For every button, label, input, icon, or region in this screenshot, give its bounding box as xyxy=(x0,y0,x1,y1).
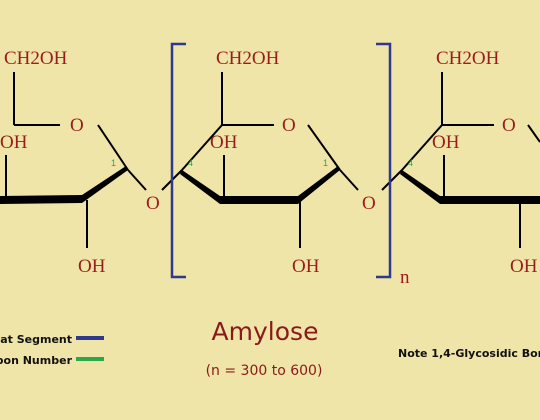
carbon-number-4-ring-3: 4 xyxy=(408,158,413,168)
legend-carbon-number-label: Carbon Number xyxy=(0,354,73,367)
legend-repeat-segment-label: Repeat Segment xyxy=(0,333,72,346)
carbon-number-4-ring-2: 4 xyxy=(188,158,193,168)
ch2oh-label-3: CH2OH xyxy=(436,48,500,69)
hydroxyl-c3-ring-2: OH xyxy=(292,256,320,277)
diagram-title: Amylose xyxy=(212,317,319,346)
legend: Repeat Segment Carbon Number xyxy=(0,333,104,367)
hydroxyl-c2-ring-3: OH xyxy=(432,132,460,153)
carbon-numbers: 1 4 1 4 xyxy=(111,158,413,168)
carbon-number-1-ring-2: 1 xyxy=(323,158,328,168)
glucose-ring-3 xyxy=(381,72,540,248)
ring-oxygen-2: O xyxy=(282,115,296,136)
legend-carbon-number-swatch xyxy=(76,357,104,361)
right-bracket xyxy=(376,42,392,279)
glucose-ring-2 xyxy=(161,72,359,248)
hydroxyl-c3-ring-3: OH xyxy=(510,256,538,277)
ch2oh-label-1: CH2OH xyxy=(4,48,68,69)
hydroxyl-c2-ring-1: OH xyxy=(0,132,28,153)
repeat-count-n: n xyxy=(400,267,410,288)
carbon-number-1-ring-1: 1 xyxy=(111,158,116,168)
ring-oxygen-1: O xyxy=(70,115,84,136)
diagram-subtitle: (n = 300 to 600) xyxy=(206,363,323,379)
left-bracket xyxy=(170,42,186,279)
glycosidic-oxygen-1: O xyxy=(146,193,160,214)
glycosidic-oxygen-2: O xyxy=(362,193,376,214)
hydroxyl-c3-ring-1: OH xyxy=(78,256,106,277)
hydroxyl-c2-ring-2: OH xyxy=(210,132,238,153)
ring-oxygen-3: O xyxy=(502,115,516,136)
repeat-segment-brackets xyxy=(170,42,392,279)
ch2oh-label-2: CH2OH xyxy=(216,48,280,69)
legend-repeat-segment-swatch xyxy=(76,336,104,340)
glucose-ring-1 xyxy=(0,72,147,248)
atom-labels: CH2OH CH2OH CH2OH O O O OH OH OH OH OH O… xyxy=(0,48,538,288)
glycosidic-bond-note: Note 1,4-Glycosidic Bonds xyxy=(398,347,540,360)
